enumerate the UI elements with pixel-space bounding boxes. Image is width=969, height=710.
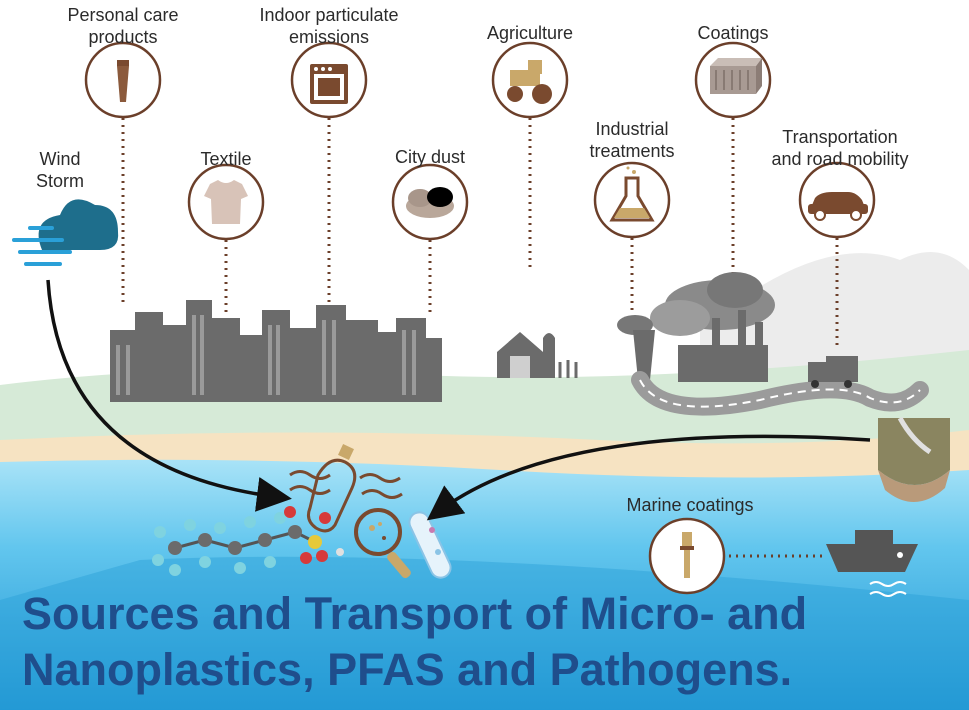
label-indoor-emissions: Indoor particulate emissions [259,5,399,47]
label-agriculture: Agriculture [486,23,574,43]
label-transportation: Transportation and road mobility [771,127,909,169]
label-city-dust: City dust [394,147,466,167]
label-marine-coatings: Marine coatings [626,495,754,515]
bacteria-icon [408,511,452,579]
factory-icon [617,272,775,382]
label-textile: Textile [200,149,252,169]
wind-arrow [46,279,292,512]
city-skyline [110,300,442,402]
tshirt-icon [204,180,248,224]
page-title-line-2: Nanoplastics, PFAS and Pathogens. [22,644,793,695]
stove-icon [310,64,348,104]
car-icon [808,192,868,221]
tractor-icon [507,60,552,104]
city-windows [116,315,416,395]
connector-lines [121,118,839,558]
paintbrush-icon [680,532,694,578]
flask-icon [609,166,655,222]
barn-icon [497,332,578,378]
magnifier-icon [354,508,411,579]
label-personal-care: Personal care products [67,5,179,47]
dust-icon [406,187,454,218]
label-coatings: Coatings [697,23,769,43]
molecule-icon [152,506,344,576]
tube-icon [117,60,129,102]
river-arrow [426,434,871,521]
roof-panel-icon [710,58,762,94]
sea-wave [0,556,969,710]
page-title-line-1: Sources and Transport of Micro- and [22,588,808,639]
cloud-wind-icon [12,199,119,266]
label-wind-storm: Wind Storm [35,149,84,191]
soil-river-icon [878,416,950,503]
ship-icon [826,530,918,597]
sea [0,459,969,710]
truck-icon [808,356,858,388]
label-industrial-treatments: Industrial treatments [589,119,675,161]
bottle-icon [289,444,403,533]
